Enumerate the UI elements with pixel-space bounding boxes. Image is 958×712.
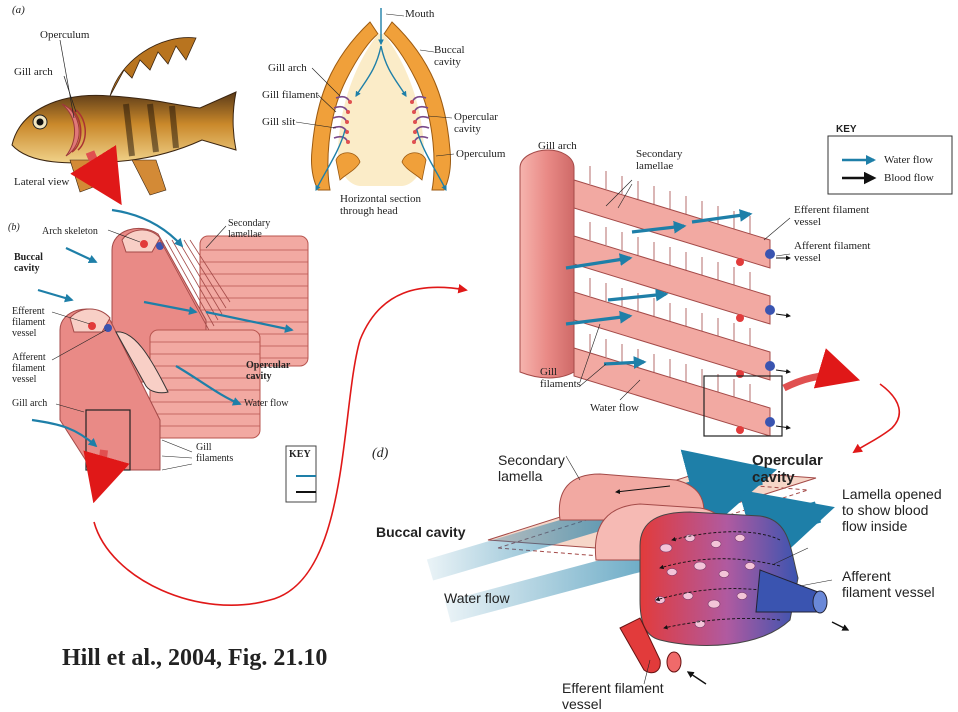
section-gill-slit-label: Gill slit	[262, 116, 295, 128]
arch-skeleton-label: Arch skeleton	[42, 226, 98, 237]
c-gill-filaments-label: Gill filaments	[540, 366, 581, 390]
fish-illustration	[12, 38, 236, 196]
d-lamella-opened-label: Lamella opened to show blood flow inside	[842, 486, 942, 534]
b-efferent-label: Efferent filament vessel	[12, 306, 45, 339]
key-title: KEY	[836, 124, 857, 135]
d-afferent-label: Afferent filament vessel	[842, 568, 935, 600]
c-efferent-label: Efferent filament vessel	[794, 204, 869, 228]
key-blood-flow: Blood flow	[884, 172, 934, 184]
section-opercular-cavity-label: Opercular cavity	[454, 111, 498, 135]
c-water-flow-label: Water flow	[590, 402, 639, 414]
c-afferent-label: Afferent filament vessel	[794, 240, 870, 264]
panel-d-letter: (d)	[372, 446, 388, 462]
d-buccal-cavity-label: Buccal cavity	[376, 524, 466, 540]
section-caption: Horizontal section through head	[340, 193, 421, 217]
section-buccal-label: Buccal cavity	[434, 44, 465, 68]
section-mouth-label: Mouth	[405, 8, 434, 20]
panel-a-letter: (a)	[12, 4, 25, 16]
d-water-flow-label: Water flow	[444, 590, 510, 606]
section-gill-arch-label: Gill arch	[268, 62, 307, 74]
head-section-illustration	[296, 8, 454, 190]
fish-view-label: Lateral view	[14, 176, 69, 188]
section-operculum-label: Operculum	[456, 148, 505, 160]
d-opercular-cavity-label: Opercular cavity	[752, 452, 823, 486]
key-water-flow: Water flow	[884, 154, 933, 166]
b-gill-arch-label: Gill arch	[12, 398, 47, 409]
b-key-label: KEY	[289, 449, 311, 460]
lamella-illustration	[430, 456, 848, 684]
figure-citation: Hill et al., 2004, Fig. 21.10	[62, 652, 327, 664]
b-gill-filaments-label: Gill filaments	[196, 442, 233, 464]
fish-gill-arch-label: Gill arch	[14, 66, 53, 78]
b-water-flow-label: Water flow	[244, 398, 288, 409]
section-gill-filament-label: Gill filament	[262, 89, 319, 101]
b-afferent-label: Afferent filament vessel	[12, 352, 46, 385]
gill-arch-block-illustration	[32, 210, 316, 502]
fish-operculum-label: Operculum	[40, 29, 89, 41]
c-gill-arch-label: Gill arch	[538, 140, 577, 152]
b-buccal-cavity-label: Buccal cavity	[14, 252, 43, 274]
d-efferent-label: Efferent filament vessel	[562, 680, 664, 712]
b-secondary-lamellae-label: Secondary lamellae	[228, 218, 270, 240]
c-secondary-lamellae-label: Secondary lamellae	[636, 148, 682, 172]
d-secondary-lamella-label: Secondary lamella	[498, 452, 565, 484]
b-opercular-cavity-label: Opercular cavity	[246, 360, 290, 382]
panel-b-letter: (b)	[8, 222, 20, 233]
